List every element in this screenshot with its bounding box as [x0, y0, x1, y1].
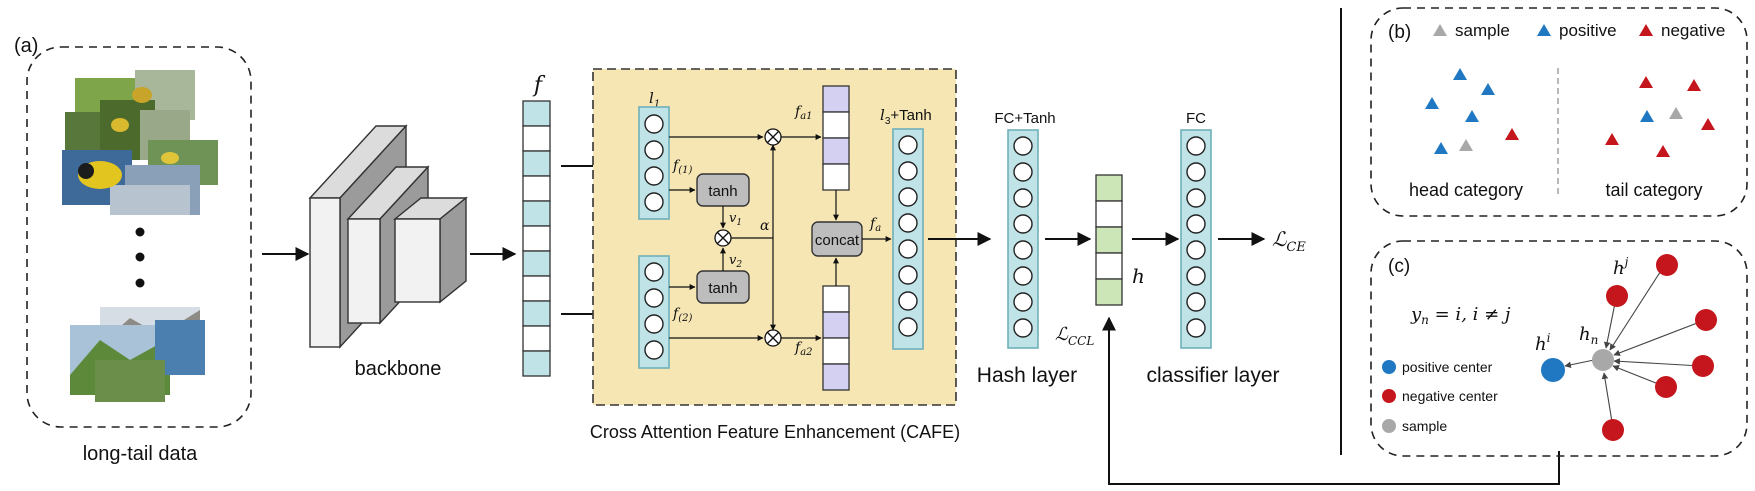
head-category-caption: head category [1409, 180, 1523, 200]
neuron [898, 291, 918, 311]
neuron [898, 265, 918, 285]
neuron [1013, 240, 1033, 260]
legend-negative: negative [1661, 21, 1725, 40]
fc-label: FC [1186, 110, 1206, 127]
neuron [1013, 188, 1033, 208]
neuron [644, 166, 664, 186]
neuron [644, 340, 664, 360]
panel-label-a: (a) [14, 35, 38, 57]
negative-legend-icon [1639, 24, 1653, 36]
center-arrows [1564, 265, 1706, 429]
fa2-vector [822, 285, 850, 391]
positive-legend-icon [1537, 24, 1551, 36]
neuron [1186, 188, 1206, 208]
negative-center-legend-icon [1382, 389, 1396, 403]
neuron [898, 213, 918, 233]
neuron [898, 135, 918, 155]
backbone-caption: backbone [355, 358, 442, 380]
legend-positive-center: positive center [1402, 359, 1493, 375]
hash-code-vector [1095, 174, 1123, 306]
l3-tanh-label: l3+Tanh [880, 106, 932, 127]
tanh-top-label: tanh [708, 183, 737, 200]
long-tail-data-box [26, 46, 252, 428]
neuron [644, 192, 664, 212]
neuron [644, 314, 664, 334]
equation: yn = i, i ≠ j [1410, 304, 1511, 327]
neuron [1186, 136, 1206, 156]
landscape-image-collage [70, 307, 205, 402]
legend-negative-center: negative center [1402, 388, 1498, 404]
hash-layer-caption: Hash layer [977, 364, 1077, 387]
l1-label: l1 [649, 89, 660, 110]
legend-sample-c: sample [1402, 418, 1447, 434]
neuron [644, 262, 664, 282]
neuron [1186, 318, 1206, 338]
long-tail-data-caption: long-tail data [83, 443, 198, 465]
neuron [1186, 266, 1206, 286]
hn-label: hn [1579, 324, 1598, 347]
loss-ccl-label: ℒCCL [1055, 324, 1094, 348]
neuron [1186, 292, 1206, 312]
concat-label: concat [815, 232, 860, 249]
classifier-layer-caption: classifier layer [1146, 364, 1279, 387]
negative-center [1606, 285, 1628, 307]
sample-legend-dot [1382, 419, 1396, 433]
arrow-loss-feedback [1102, 316, 1560, 485]
neuron [644, 288, 664, 308]
neuron [1013, 292, 1033, 312]
negative-center [1692, 355, 1714, 377]
negative-center [1655, 376, 1677, 398]
ellipsis-dot [135, 278, 145, 288]
bird-image-collage [62, 70, 218, 215]
neuron [898, 317, 918, 337]
hash-code-label: h [1132, 264, 1145, 288]
neuron [1013, 266, 1033, 286]
ellipsis-dot [135, 227, 145, 237]
head-category-points [1425, 68, 1495, 154]
fa1-vector [822, 85, 850, 191]
positive-center-legend-icon [1382, 360, 1396, 374]
legend-positive: positive [1559, 21, 1617, 40]
panel-b-box [1370, 7, 1748, 217]
negative-center [1695, 309, 1717, 331]
positive-center [1541, 358, 1565, 382]
neuron [898, 239, 918, 259]
neuron [898, 187, 918, 207]
alpha-label: α [760, 218, 770, 234]
panel-label-c: (c) [1388, 256, 1410, 277]
neuron [1013, 162, 1033, 182]
hj-label: hj [1613, 255, 1629, 279]
sample-point [1592, 349, 1614, 371]
neuron [1186, 214, 1206, 234]
panel-c-box [1370, 240, 1748, 457]
legend-sample: sample [1455, 21, 1510, 40]
backbone-network [308, 124, 468, 349]
fc-tanh-label: FC+Tanh [994, 110, 1055, 127]
cafe-caption: Cross Attention Feature Enhancement (CAF… [590, 422, 960, 442]
neuron [1186, 162, 1206, 182]
tanh-bottom-label: tanh [708, 280, 737, 297]
ellipsis-dot [135, 252, 145, 262]
neuron [1013, 136, 1033, 156]
negative-center [1656, 254, 1678, 276]
neuron [1013, 214, 1033, 234]
neuron [644, 114, 664, 134]
loss-ce-label: ℒCE [1272, 227, 1306, 255]
tail-category-points [1505, 76, 1715, 157]
tail-category-caption: tail category [1605, 180, 1702, 200]
sample-legend-icon [1433, 24, 1447, 36]
hi-label: hi [1535, 331, 1551, 355]
neuron [1186, 240, 1206, 260]
negative-center [1602, 419, 1624, 441]
feature-vector [522, 100, 551, 377]
neuron [644, 140, 664, 160]
neuron [1013, 318, 1033, 338]
feature-label: f [532, 73, 546, 98]
panel-label-b: (b) [1388, 22, 1411, 43]
neuron [898, 161, 918, 181]
